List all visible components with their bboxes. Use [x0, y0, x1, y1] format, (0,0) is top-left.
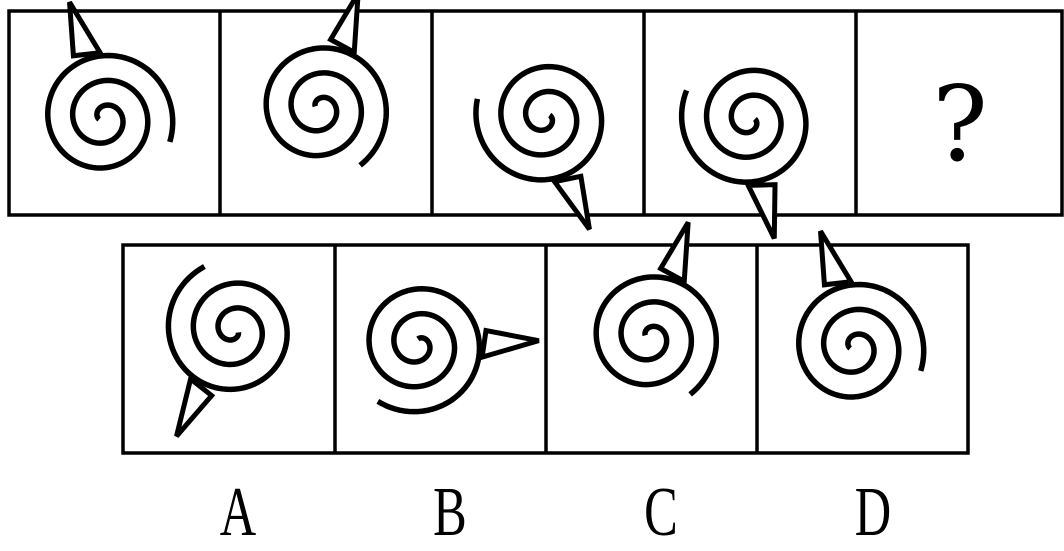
option-b-figure[interactable] — [336, 256, 539, 457]
question-mark: ? — [932, 63, 988, 185]
option-c-figure[interactable] — [567, 222, 770, 423]
options-row — [117, 222, 970, 457]
spiral-figure-4 — [646, 44, 837, 239]
option-label-d[interactable]: D — [854, 474, 892, 551]
option-d-figure[interactable] — [770, 231, 954, 419]
spiral-figure-2 — [237, 0, 440, 195]
option-a-figure[interactable] — [117, 245, 312, 436]
spiral-figure-1 — [19, 2, 203, 190]
option-label-a[interactable]: A — [219, 474, 257, 551]
spiral-figure-3 — [452, 49, 628, 229]
option-label-b[interactable]: B — [433, 474, 467, 551]
question-row: ? — [7, 0, 1064, 239]
question-row-frame — [7, 9, 1064, 217]
option-label-c[interactable]: C — [644, 474, 678, 551]
